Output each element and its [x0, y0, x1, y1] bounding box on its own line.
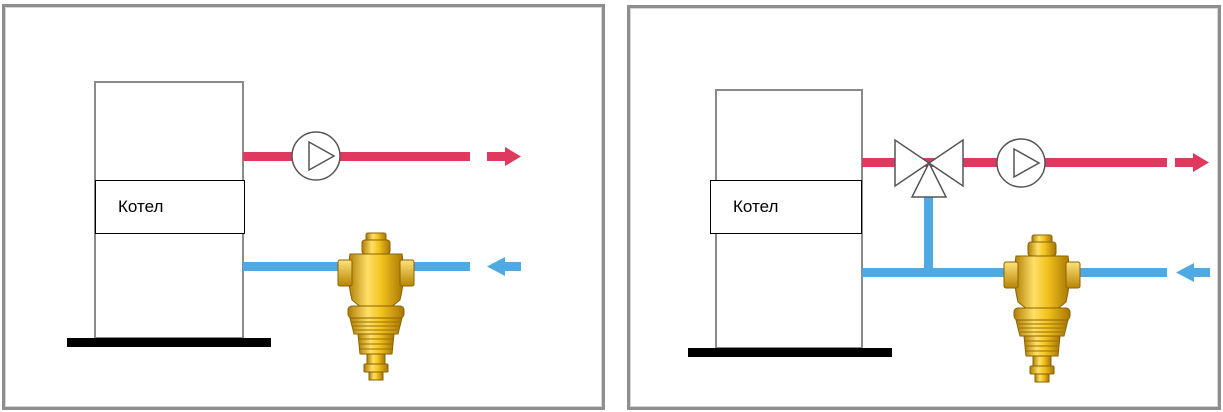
- bypass-pipe: [924, 195, 933, 272]
- dirt-separator-filter-icon: [337, 232, 415, 381]
- circulation-pump-icon: [291, 131, 341, 181]
- three-way-valve-icon: [894, 138, 964, 198]
- boiler-base: [688, 348, 892, 357]
- arrow-right-icon: [1175, 153, 1209, 172]
- supply-pipe: [243, 152, 470, 161]
- circulation-pump-icon: [996, 138, 1046, 188]
- boiler-base: [67, 338, 271, 347]
- arrow-left-icon: [487, 257, 521, 276]
- boiler-label-text: Котел: [118, 197, 164, 216]
- scheme-mixing: [688, 89, 1210, 383]
- arrow-right-icon: [487, 147, 521, 166]
- boiler-label: Котел: [95, 180, 245, 234]
- arrow-left-icon: [1176, 263, 1210, 282]
- boiler-label-text: Котел: [733, 197, 779, 216]
- boiler-label: Котел: [710, 180, 862, 234]
- dirt-separator-filter-icon: [1003, 234, 1081, 383]
